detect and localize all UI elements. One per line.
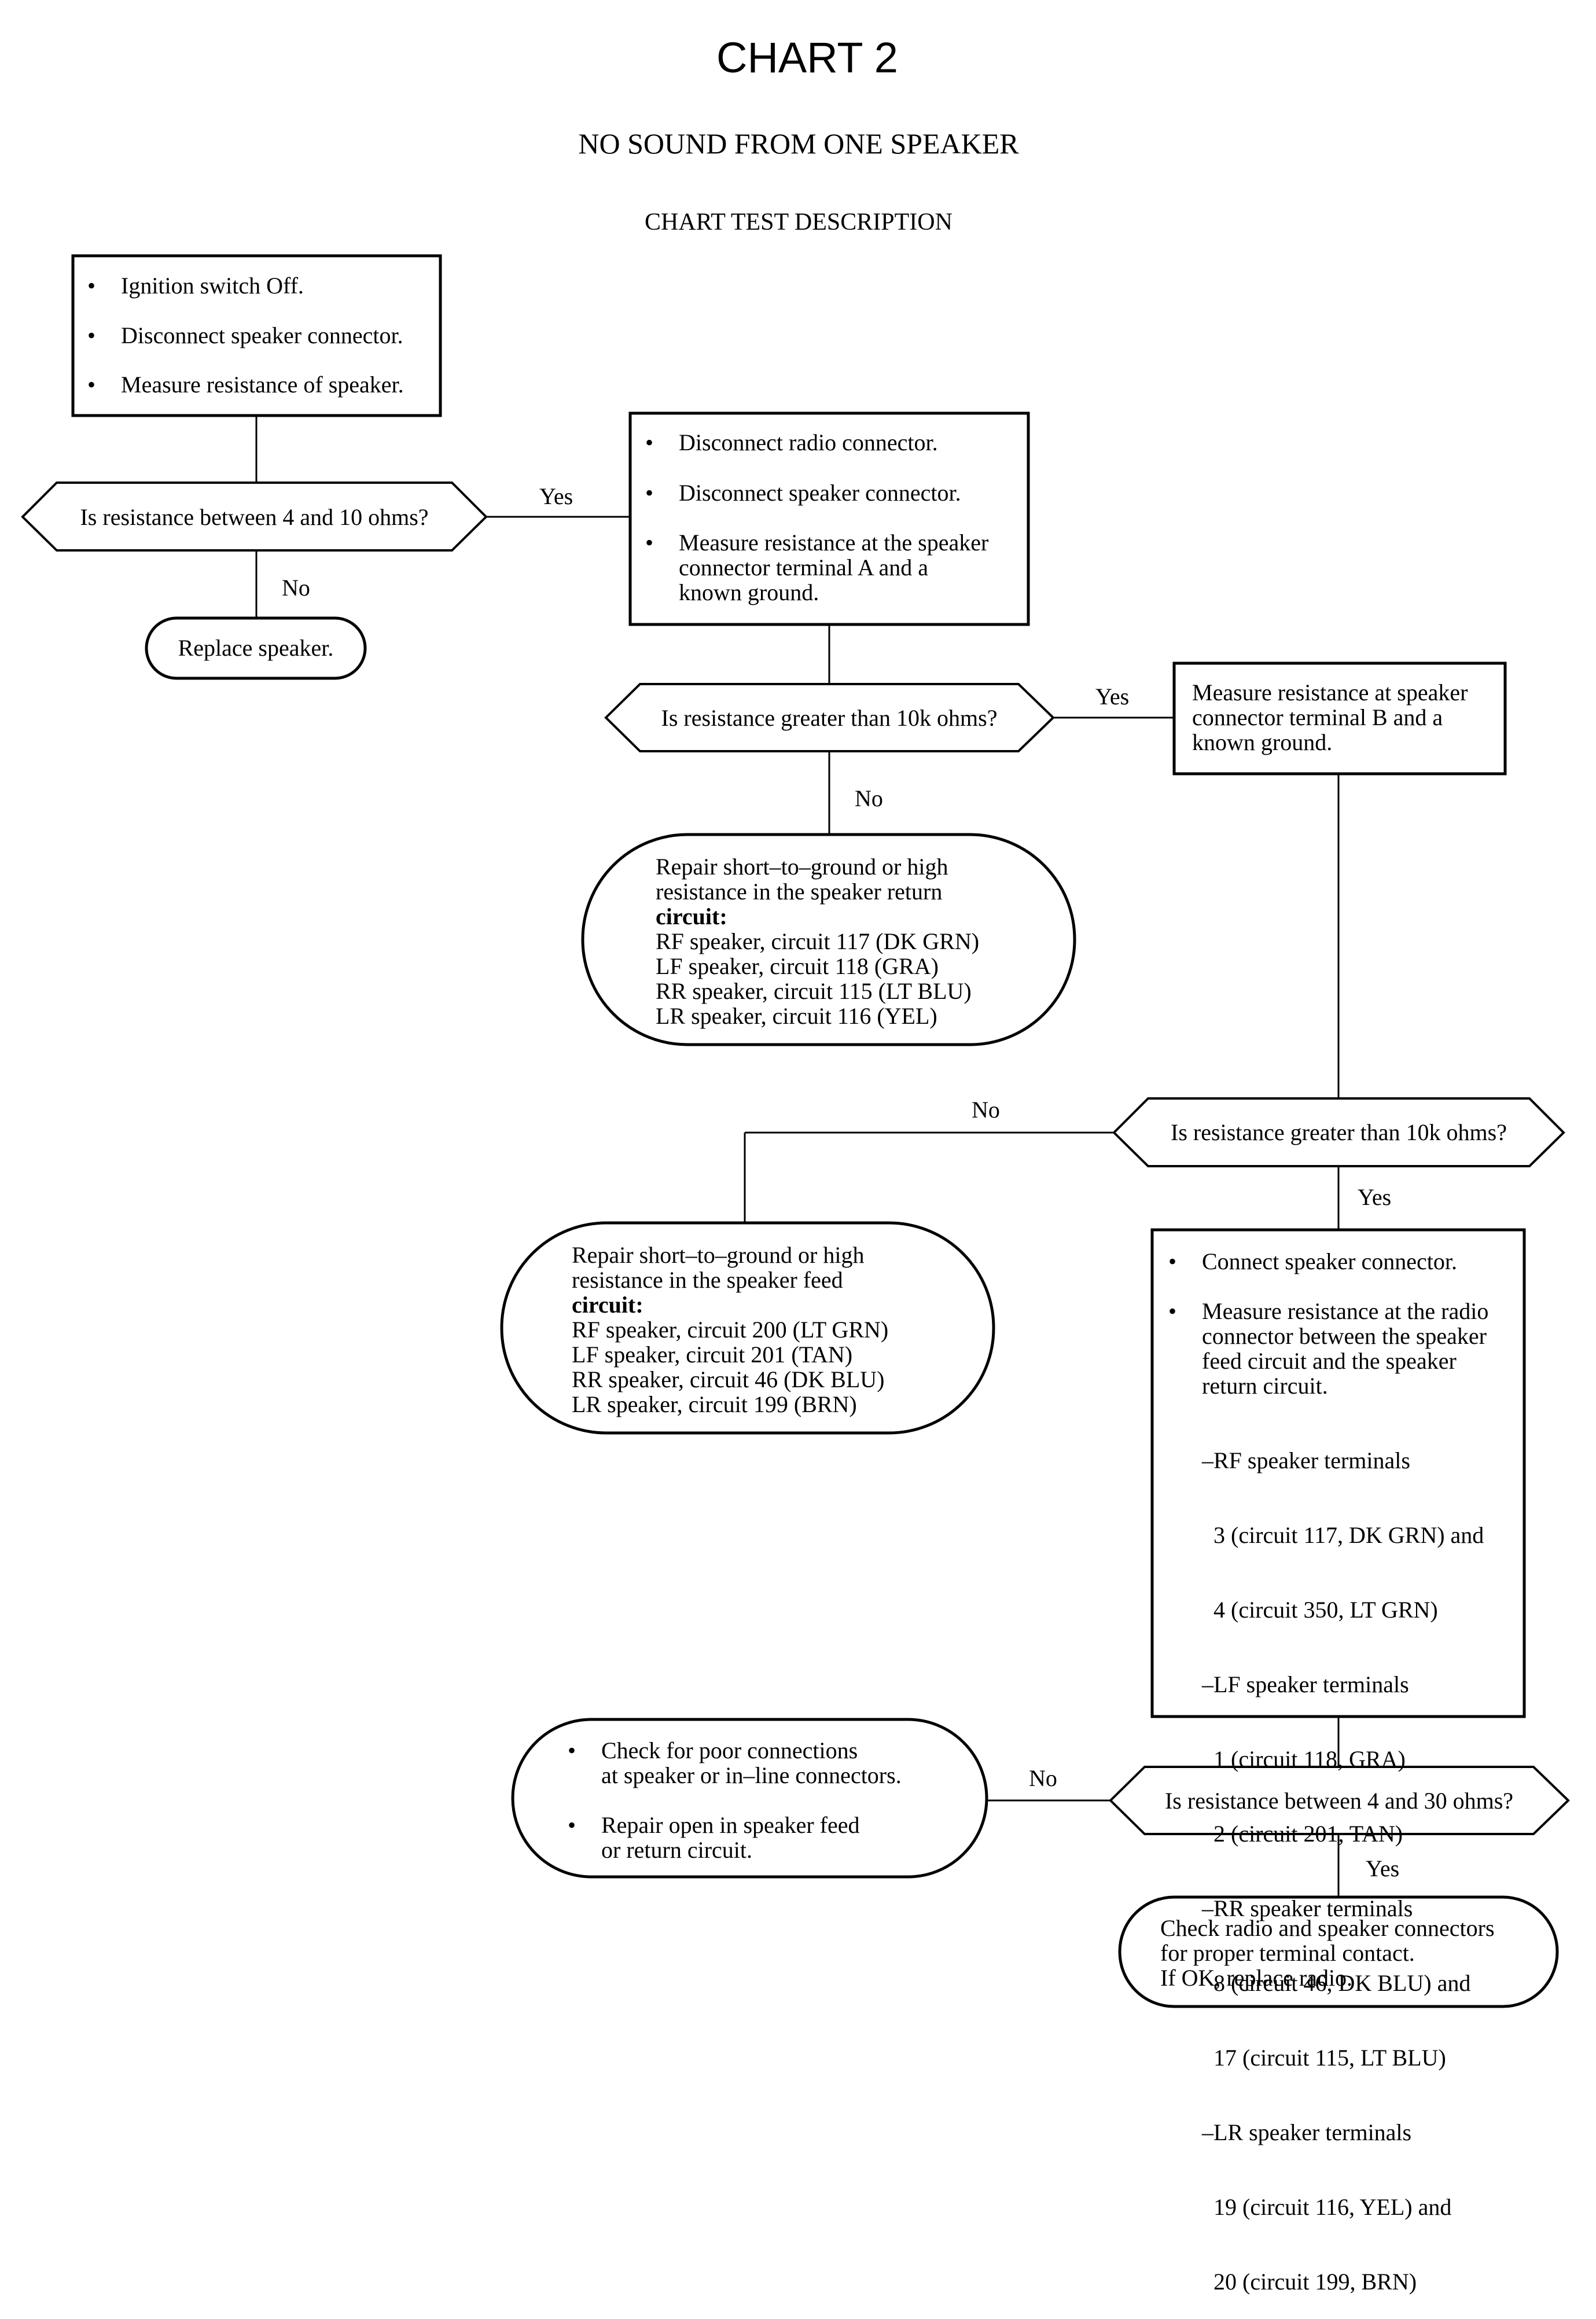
repair-feed-shape <box>500 1221 995 1435</box>
terminal-line: 3 (circuit 117, DK GRN) and <box>1202 1522 1484 1548</box>
repair-return-text: Repair short–to–ground or high resistanc… <box>656 854 979 1028</box>
repair-feed-bold: circuit: <box>572 1292 643 1318</box>
decision4-no-label: No <box>1029 1765 1057 1791</box>
terminal-line: –RF speaker terminals <box>1202 1447 1410 1473</box>
step2-item3-line: connector terminal A and a <box>679 554 928 580</box>
decision2-yes-label: Yes <box>1095 683 1130 710</box>
repair-return-bold: circuit: <box>656 903 727 929</box>
terminal-line: –RR speaker terminals <box>1202 1895 1413 1921</box>
terminal-line: 1 (circuit 118, GRA) <box>1202 1746 1406 1772</box>
end-check-radio-text: Check radio and speaker connectors for p… <box>1160 1916 1495 1990</box>
step4-terminals: –RF speaker terminals 3 (circuit 117, DK… <box>1202 1398 1484 2319</box>
end-check-poor-item: Check for poor connections at speaker or… <box>568 1737 902 1788</box>
decision3-no-label: No <box>972 1097 1000 1123</box>
repair-feed-circuit: RR speaker, circuit 46 (DK BLU) <box>572 1366 885 1392</box>
decision3-shape <box>1112 1097 1565 1167</box>
decision3-yes-label: Yes <box>1358 1184 1392 1210</box>
decision4-text: Is resistance between 4 and 30 ohms? <box>1164 1788 1514 1814</box>
terminal-line: 17 (circuit 115, LT BLU) <box>1202 2045 1446 2071</box>
end-check-poor-line: Repair open in speaker feed <box>601 1812 860 1838</box>
decision4-shape <box>1109 1766 1570 1835</box>
decision3-text: Is resistance greater than 10k ohms? <box>1171 1119 1507 1145</box>
repair-feed-text: Repair short–to–ground or high resistanc… <box>572 1243 888 1417</box>
decision1-yes-label: Yes <box>539 483 573 509</box>
step3-line: connector terminal B and a <box>1192 704 1443 730</box>
step1-item: Disconnect speaker connector. <box>87 323 403 348</box>
repair-return-shape <box>581 833 1076 1046</box>
decision2-no-label: No <box>855 785 883 811</box>
step4-item2-line: Measure resistance at the radio <box>1202 1298 1489 1324</box>
step3-line: Measure resistance at speaker <box>1192 679 1468 705</box>
end-check-radio-line: If OK, replace radio. <box>1160 1965 1353 1991</box>
step1-item: Measure resistance of speaker. <box>87 372 404 397</box>
decision2-shape <box>604 683 1055 752</box>
page-title: CHART 2 <box>716 34 898 82</box>
end-check-radio-line: for proper terminal contact. <box>1160 1940 1415 1966</box>
step4-item2-line: feed circuit and the speaker <box>1202 1348 1457 1374</box>
step4-item2-line: connector between the speaker <box>1202 1323 1487 1349</box>
step2-item: Measure resistance at the speaker connec… <box>645 530 989 605</box>
terminal-line: 20 (circuit 199, BRN) <box>1202 2269 1417 2295</box>
step2-item: Disconnect speaker connector. <box>645 480 961 505</box>
repair-return-circuit: RF speaker, circuit 117 (DK GRN) <box>656 928 980 954</box>
decision1-shape <box>21 482 488 552</box>
step3-box <box>1172 661 1507 776</box>
repair-feed-circuit: LF speaker, circuit 201 (TAN) <box>572 1342 853 1368</box>
repair-return-circuit: LR speaker, circuit 116 (YEL) <box>656 1003 937 1029</box>
end-replace-speaker-shape <box>145 616 367 680</box>
step3-line: known ground. <box>1192 729 1333 755</box>
step4-item: Measure resistance at the radio connecto… <box>1168 1298 1489 1399</box>
repair-return-line: Repair short–to–ground or high <box>656 854 948 880</box>
end-replace-speaker-text: Replace speaker. <box>178 635 334 661</box>
end-check-poor-line: or return circuit. <box>601 1837 752 1863</box>
end-check-radio-line: Check radio and speaker connectors <box>1160 1915 1495 1941</box>
repair-feed-circuit: RF speaker, circuit 200 (LT GRN) <box>572 1317 889 1343</box>
end-check-radio-shape <box>1118 1895 1559 2008</box>
terminal-line: –LR speaker terminals <box>1202 2119 1412 2145</box>
decision4-yes-label: Yes <box>1366 1855 1400 1881</box>
section-heading: CHART TEST DESCRIPTION <box>645 209 953 236</box>
decision1-no-label: No <box>282 575 310 601</box>
decision1-text: Is resistance between 4 and 10 ohms? <box>80 504 429 530</box>
repair-feed-line: resistance in the speaker feed <box>572 1267 843 1293</box>
repair-feed-line: Repair short–to–ground or high <box>572 1242 865 1268</box>
repair-feed-circuit: LR speaker, circuit 199 (BRN) <box>572 1391 857 1417</box>
end-check-poor-line: at speaker or in–line connectors. <box>601 1762 902 1788</box>
end-check-poor-item: Repair open in speaker feed or return ci… <box>568 1812 860 1863</box>
decision2-text: Is resistance greater than 10k ohms? <box>661 705 998 731</box>
repair-return-line: resistance in the speaker return <box>656 879 943 905</box>
step4-item: Connect speaker connector. <box>1168 1249 1457 1274</box>
step1-item: Ignition switch Off. <box>87 273 304 298</box>
repair-return-circuit: LF speaker, circuit 118 (GRA) <box>656 953 939 979</box>
terminal-line: 4 (circuit 350, LT GRN) <box>1202 1597 1438 1623</box>
end-check-poor-line: Check for poor connections <box>601 1737 858 1763</box>
repair-return-circuit: RR speaker, circuit 115 (LT BLU) <box>656 978 972 1004</box>
terminal-line: 19 (circuit 116, YEL) and <box>1202 2194 1452 2220</box>
terminal-line: 2 (circuit 201, TAN) <box>1202 1821 1403 1847</box>
step3-text: Measure resistance at speaker connector … <box>1192 680 1468 755</box>
page-subtitle: NO SOUND FROM ONE SPEAKER <box>578 127 1019 160</box>
step2-item3-line: Measure resistance at the speaker <box>679 530 989 556</box>
step2-item3-line: known ground. <box>679 579 819 605</box>
step4-item2-line: return circuit. <box>1202 1373 1328 1399</box>
terminal-line: –LF speaker terminals <box>1202 1671 1409 1697</box>
step2-item: Disconnect radio connector. <box>645 430 938 455</box>
terminal-line: 8 (circuit 46, DK BLU) and <box>1202 1970 1471 1996</box>
